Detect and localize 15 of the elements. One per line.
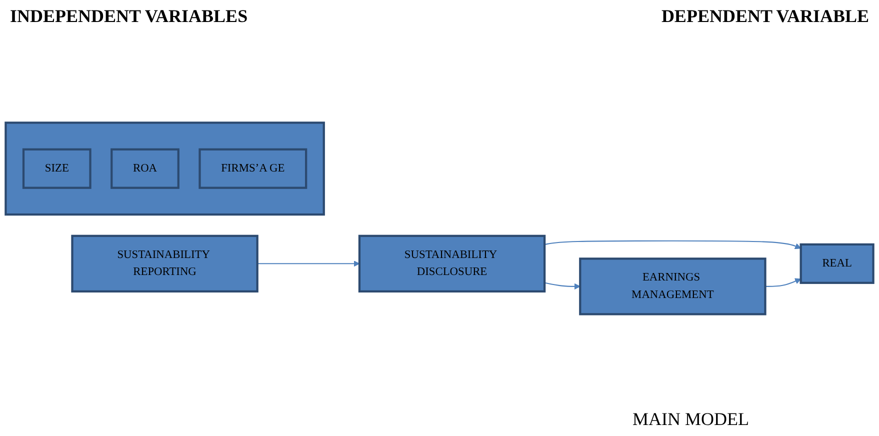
node-box: FIRMS’A GE — [198, 148, 308, 188]
section-heading: DEPENDENT VARIABLE — [661, 6, 869, 27]
arrow — [544, 282, 580, 290]
arrow — [765, 278, 802, 287]
cluster — [4, 121, 325, 216]
model-label: MAIN MODEL — [632, 409, 749, 429]
node-box: SUSTAINABILITY REPORTING — [71, 234, 258, 292]
node-box: SIZE — [22, 148, 92, 188]
node-box: EARNINGS MANAGEMENT — [579, 257, 766, 315]
node-box: ROA — [110, 148, 180, 188]
node-box: SUSTAINABILITY DISCLOSURE — [358, 234, 546, 292]
arrow — [544, 240, 802, 249]
section-heading: INDEPENDENT VARIABLES — [10, 6, 248, 27]
node-box: REAL — [800, 242, 874, 284]
arrow — [257, 260, 360, 266]
